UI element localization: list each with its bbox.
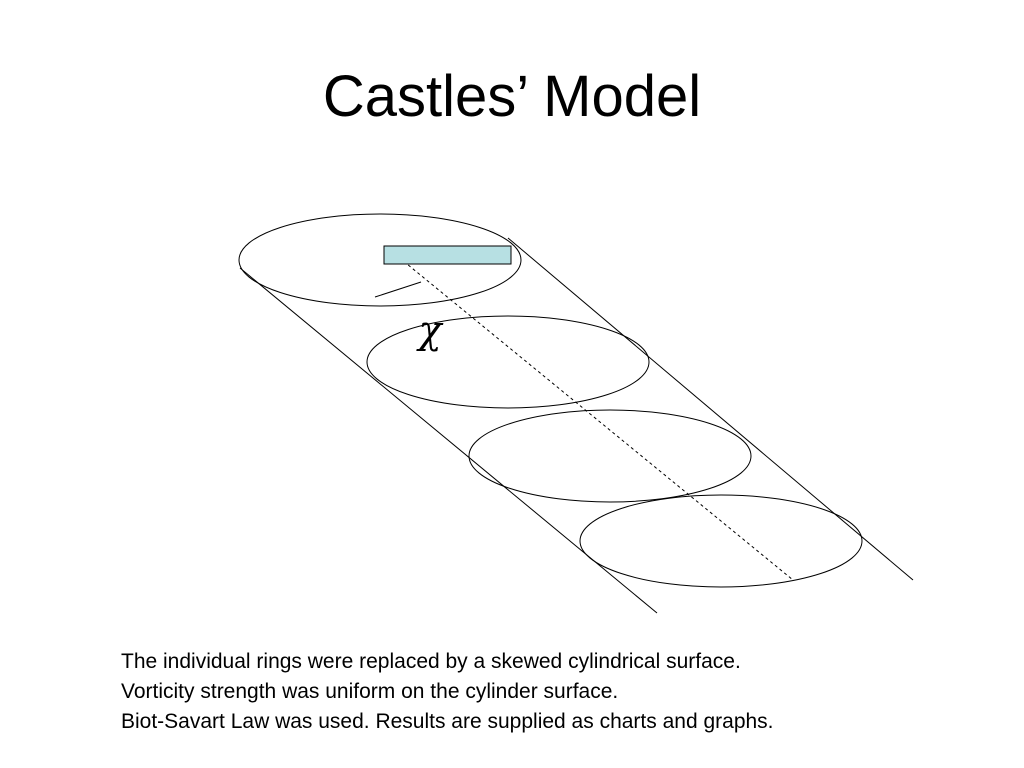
vortex-ring-4 (579, 494, 863, 588)
skew-angle-symbol: χ (415, 308, 443, 352)
slide-title: Castles’ Model (322, 64, 702, 129)
caption-line-1: The individual rings were replaced by a … (121, 650, 741, 673)
wake-skew-axis (384, 245, 794, 581)
vortex-ring-1 (238, 213, 522, 307)
caption-line-2: Vorticity strength was uniform on the cy… (121, 680, 619, 703)
skew-angle-reference-line (374, 281, 422, 298)
caption-line-3: Biot-Savart Law was used. Results are su… (121, 710, 774, 733)
caption: The individual rings were replaced by a … (121, 647, 1001, 737)
rotor-blade (383, 245, 512, 265)
vortex-ring-2 (366, 315, 650, 409)
cylinder-edge-right (507, 237, 914, 581)
vortex-ring-3 (468, 409, 752, 503)
